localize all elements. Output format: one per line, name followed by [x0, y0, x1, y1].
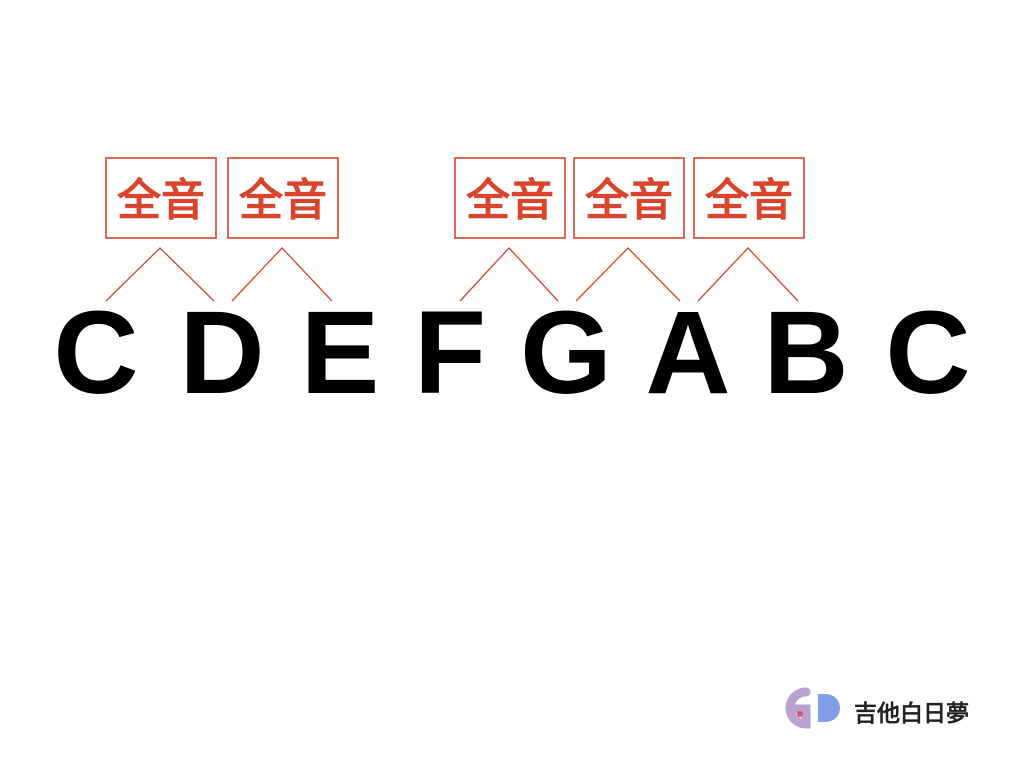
note-letter: G [520, 287, 612, 419]
interval-connector [459, 247, 559, 302]
interval-connector [575, 247, 681, 302]
interval-labels: 全音全音全音全音全音 [105, 157, 805, 302]
logo-g-shape [785, 687, 811, 729]
interval-label: 全音 [465, 175, 554, 226]
interval-box [454, 157, 566, 239]
interval-label: 全音 [238, 175, 327, 226]
note-letter: A [645, 287, 730, 419]
interval-marker: 全音 [227, 157, 339, 302]
gd-logo-icon [785, 687, 840, 729]
interval-marker: 全音 [105, 157, 217, 302]
interval-label: 全音 [116, 175, 205, 226]
note-letter: C [885, 287, 970, 419]
interval-label: 全音 [704, 175, 793, 226]
note-letter: D [179, 287, 264, 419]
interval-marker: 全音 [693, 157, 805, 302]
note-letter: F [414, 287, 486, 419]
interval-box [573, 157, 685, 239]
brand-name: 吉他白日夢 [854, 700, 969, 727]
interval-box [227, 157, 339, 239]
note-letter: E [301, 287, 380, 419]
logo-accent-dot [797, 711, 803, 717]
note-letter: B [763, 287, 848, 419]
interval-box [105, 157, 217, 239]
interval-marker: 全音 [573, 157, 685, 302]
interval-connector [105, 247, 215, 302]
note-letter: C [53, 287, 138, 419]
interval-connector [697, 247, 799, 302]
logo-d-shape [818, 694, 840, 722]
interval-box [693, 157, 805, 239]
brand-logo: 吉他白日夢 [785, 687, 969, 729]
interval-marker: 全音 [454, 157, 566, 302]
interval-connector [231, 247, 333, 302]
interval-label: 全音 [584, 175, 673, 226]
